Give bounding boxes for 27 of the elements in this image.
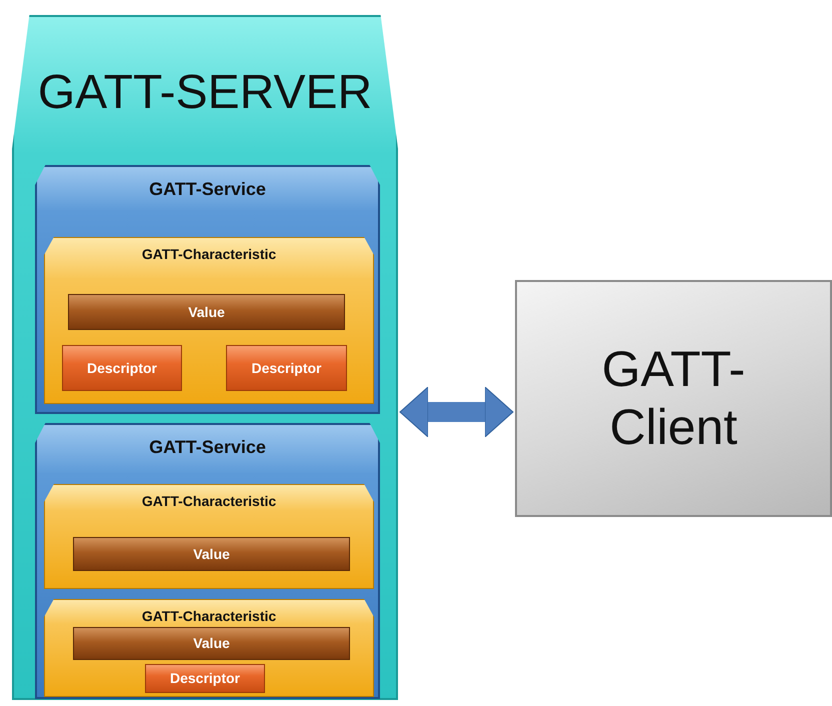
value-label: Value <box>193 635 230 652</box>
value-label: Value <box>193 546 230 562</box>
characteristic-block <box>44 237 374 404</box>
service-label: GATT-Service <box>148 179 267 200</box>
descriptor-block <box>226 345 347 391</box>
descriptor-block <box>145 664 265 693</box>
descriptor-label: Descriptor <box>86 360 158 376</box>
client-label: GATT-Client <box>600 341 746 456</box>
value-bar <box>73 627 350 660</box>
server-block <box>12 15 398 700</box>
descriptor-label: Descriptor <box>170 670 240 687</box>
value-bar <box>73 537 350 571</box>
server-title: GATT-SERVER <box>36 65 374 120</box>
value-bar <box>68 294 345 330</box>
characteristic-block <box>44 484 374 589</box>
value-label: Value <box>188 304 225 320</box>
characteristic-label: GATT-Characteristic <box>140 493 278 510</box>
descriptor-block <box>62 345 182 391</box>
characteristic-label: GATT-Characteristic <box>140 246 278 262</box>
service-block <box>35 165 380 414</box>
characteristic-block <box>44 599 374 697</box>
double-arrow <box>400 386 514 438</box>
service-label: GATT-Service <box>148 437 267 458</box>
service-block <box>35 423 380 699</box>
characteristic-label: GATT-Characteristic <box>140 608 278 624</box>
descriptor-label: Descriptor <box>251 360 322 376</box>
client-block <box>515 280 832 517</box>
